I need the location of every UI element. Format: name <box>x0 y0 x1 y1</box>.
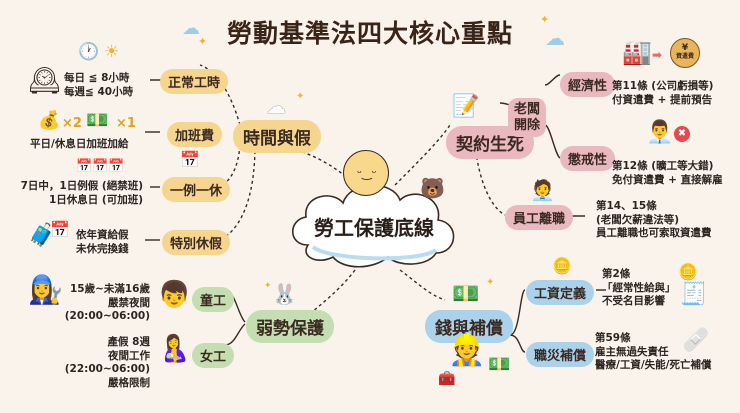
calendar-icon: 📅📅📅 <box>76 159 125 174</box>
cloud-icon: ☁ <box>182 18 200 39</box>
node-economic[interactable]: 經濟性 <box>560 72 616 97</box>
businessman-icon: 👨‍💼 <box>646 120 674 145</box>
branch-money[interactable]: 錢與補償 <box>425 310 513 343</box>
clock-icon: 🕐 <box>78 42 100 62</box>
normal-hours-details: 每日 ≦ 8小時 每週≦ 40小時 <box>64 72 134 98</box>
cash-icon: 💵 <box>452 282 480 307</box>
node-boss-dismissal[interactable]: 老闆 開除 <box>508 98 547 138</box>
mother-baby-icon: 🤱 <box>158 334 191 364</box>
disciplinary-details: 第12條 (曠工等大錯) 免付資遣費 + 直接解雇 <box>612 160 723 186</box>
suitcase-icon: 🧳 <box>28 223 56 248</box>
center-label: 勞工保護底線 <box>314 216 434 240</box>
special-leave-details: 依年資給假 未休完換錢 <box>76 229 129 255</box>
factory-icon: 🏭 <box>622 38 652 66</box>
node-occupational-injury[interactable]: 職災補償 <box>526 342 595 367</box>
node-normal-hours[interactable]: 正常工時 <box>160 69 229 94</box>
first-aid-icon: 🩹 <box>682 328 710 353</box>
clock-icon: 🕰 <box>28 66 62 96</box>
branch-vulnerable[interactable]: 弱勢保護 <box>246 310 334 343</box>
node-special-leave[interactable]: 特別休假 <box>162 230 231 255</box>
severance-bag-icon: ¥ 資遣費 <box>670 38 700 68</box>
coins-icon: 🪙 <box>552 256 572 275</box>
cash-icon: 💵 <box>488 354 511 375</box>
node-female-labor[interactable]: 女工 <box>192 343 235 368</box>
occupational-injury-details: 第59條 雇主無過失責任 醫療/工資/失能/死亡補償 <box>595 332 712 372</box>
calendar-icon: 📅 <box>50 220 70 239</box>
page-title: 勞動基準法四大核心重點 <box>226 19 513 48</box>
sun-icon: ☀ <box>104 42 120 62</box>
wage-definition-details: 第2條 「經常性給與」 不受名目影響 <box>602 268 676 308</box>
cross-icon: ✖ <box>674 126 690 142</box>
child-labor-details: 15歲~未滿16歲 嚴禁夜間 (20:00~06:00) <box>64 283 150 323</box>
check-icon: 🧾 <box>680 282 708 307</box>
economic-details: 第11條 (公司虧損等) 付資遣費 + 提前預告 <box>612 80 714 106</box>
node-overtime[interactable]: 加班費 <box>167 122 223 147</box>
node-resignation[interactable]: 員工離職 <box>505 205 574 230</box>
resignation-details: 第14、15條 (老闆欠薪違法等) 員工離職也可索取資遣費 <box>596 200 712 240</box>
node-rest-days[interactable]: 一例一休 <box>162 177 231 202</box>
memo-icon: 📝 <box>452 94 480 119</box>
injured-worker-icon: 👷 <box>448 333 486 368</box>
sparkle-icon: ✦ <box>540 13 550 26</box>
rabbit-icon: 🐰 <box>272 282 297 306</box>
boss-dismissal-line1: 老闆 <box>514 102 541 117</box>
cloud-icon: ☁ <box>545 26 565 50</box>
sparkle-icon: ✦ <box>198 35 208 48</box>
money-bag-icon: 💰 <box>38 110 61 131</box>
sparkle-icon: ✦ <box>486 277 495 288</box>
cloud-icon: ☁ <box>266 94 286 118</box>
center-cloud <box>291 184 455 268</box>
node-wage-definition[interactable]: 工資定義 <box>526 280 595 305</box>
mechanic-icon: 👩‍🔧 <box>28 273 63 306</box>
branch-time[interactable]: 時間與假 <box>233 120 321 153</box>
employee-icon: 🧑‍💼 <box>530 178 555 202</box>
arrow-icon: ➡ <box>652 48 663 62</box>
mascot-face <box>343 150 389 196</box>
female-labor-details: 產假 8週 夜間工作 (22:00~06:00) 嚴格限制 <box>64 336 150 389</box>
mascot-smile: ᵕ‿ᵕ <box>357 166 377 180</box>
sparkle-icon: ✦ <box>264 281 272 291</box>
overtime-details: 平日/休息日加班加給 <box>30 138 129 150</box>
bear-icon: 🐻 <box>420 176 445 200</box>
child-icon: 👦 <box>158 280 191 310</box>
sparkle-icon: ✦ <box>296 91 305 102</box>
node-disciplinary[interactable]: 懲戒性 <box>560 146 616 171</box>
cash-icon: 💵 <box>86 110 109 131</box>
medkit-icon: 🧰 <box>438 371 456 387</box>
boss-dismissal-line2: 開除 <box>514 117 541 133</box>
calendar-icon: 📅 <box>180 150 200 169</box>
rest-days-details: 7日中，1日例假 (絕禁班) 1日休息日 (可加班) <box>20 180 143 206</box>
coins-icon: 🪙 <box>678 262 698 281</box>
multiplier-2: ×2 <box>62 116 82 131</box>
multiplier-1: ×1 <box>116 116 136 131</box>
node-child-labor[interactable]: 童工 <box>192 287 235 312</box>
